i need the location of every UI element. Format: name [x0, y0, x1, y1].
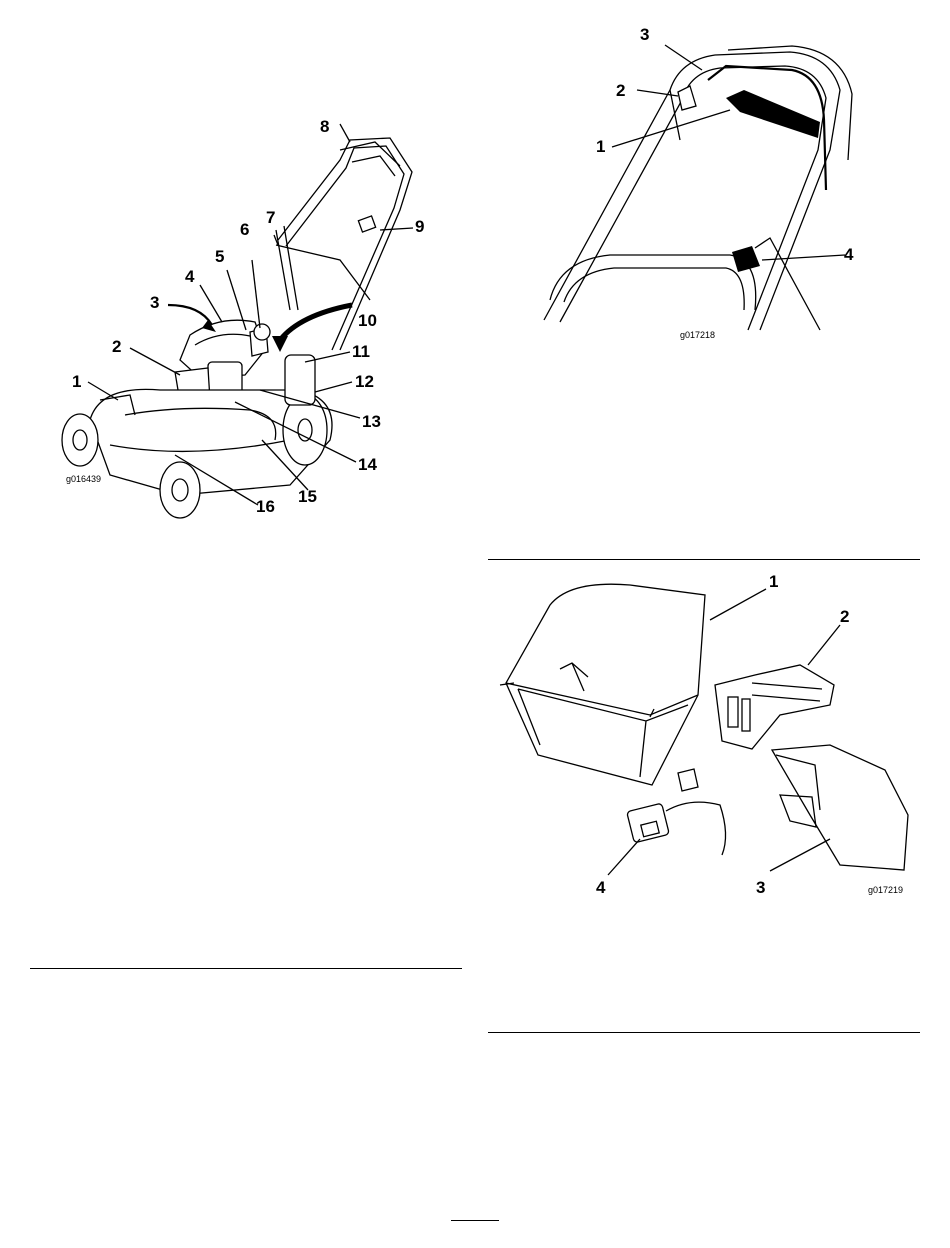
figure-mower-overview: 1 2 3 4 5 6 7 8 9 10 11 12 13 14 15 16 g… — [40, 100, 460, 530]
callout-5: 5 — [215, 247, 224, 266]
figure-code: g017219 — [868, 885, 903, 895]
callout-15: 15 — [298, 487, 317, 506]
divider-right-top — [488, 559, 920, 560]
callout-3: 3 — [756, 878, 765, 897]
figure-loose-parts: 1 2 3 4 g017219 — [490, 565, 920, 905]
callout-11: 11 — [352, 342, 370, 361]
divider-left — [30, 968, 462, 969]
callout-14: 14 — [358, 455, 377, 474]
callout-4: 4 — [596, 878, 606, 897]
handle-illustration: 3 2 1 4 g017218 — [530, 10, 890, 340]
callout-2: 2 — [112, 337, 121, 356]
callout-4: 4 — [844, 245, 854, 264]
callout-2: 2 — [840, 607, 849, 626]
callout-4: 4 — [185, 267, 195, 286]
callout-3: 3 — [150, 293, 159, 312]
callout-1: 1 — [769, 572, 778, 591]
mower-illustration: 1 2 3 4 5 6 7 8 9 10 11 12 13 14 15 16 g… — [40, 100, 460, 530]
figure-handle-controls: 3 2 1 4 g017218 — [530, 10, 890, 340]
callout-3: 3 — [640, 25, 649, 44]
parts-illustration: 1 2 3 4 g017219 — [490, 565, 920, 905]
callout-8: 8 — [320, 117, 329, 136]
callout-2: 2 — [616, 81, 625, 100]
callout-13: 13 — [362, 412, 381, 431]
callout-7: 7 — [266, 208, 275, 227]
callout-1: 1 — [72, 372, 81, 391]
figure-code: g017218 — [680, 330, 715, 340]
page-number-rule — [451, 1220, 499, 1221]
callout-6: 6 — [240, 220, 249, 239]
callout-1: 1 — [596, 137, 605, 156]
figure-code: g016439 — [66, 474, 101, 484]
callout-12: 12 — [355, 372, 374, 391]
divider-right-bottom — [488, 1032, 920, 1033]
callout-16: 16 — [256, 497, 275, 516]
callout-9: 9 — [415, 217, 424, 236]
callout-10: 10 — [358, 311, 377, 330]
